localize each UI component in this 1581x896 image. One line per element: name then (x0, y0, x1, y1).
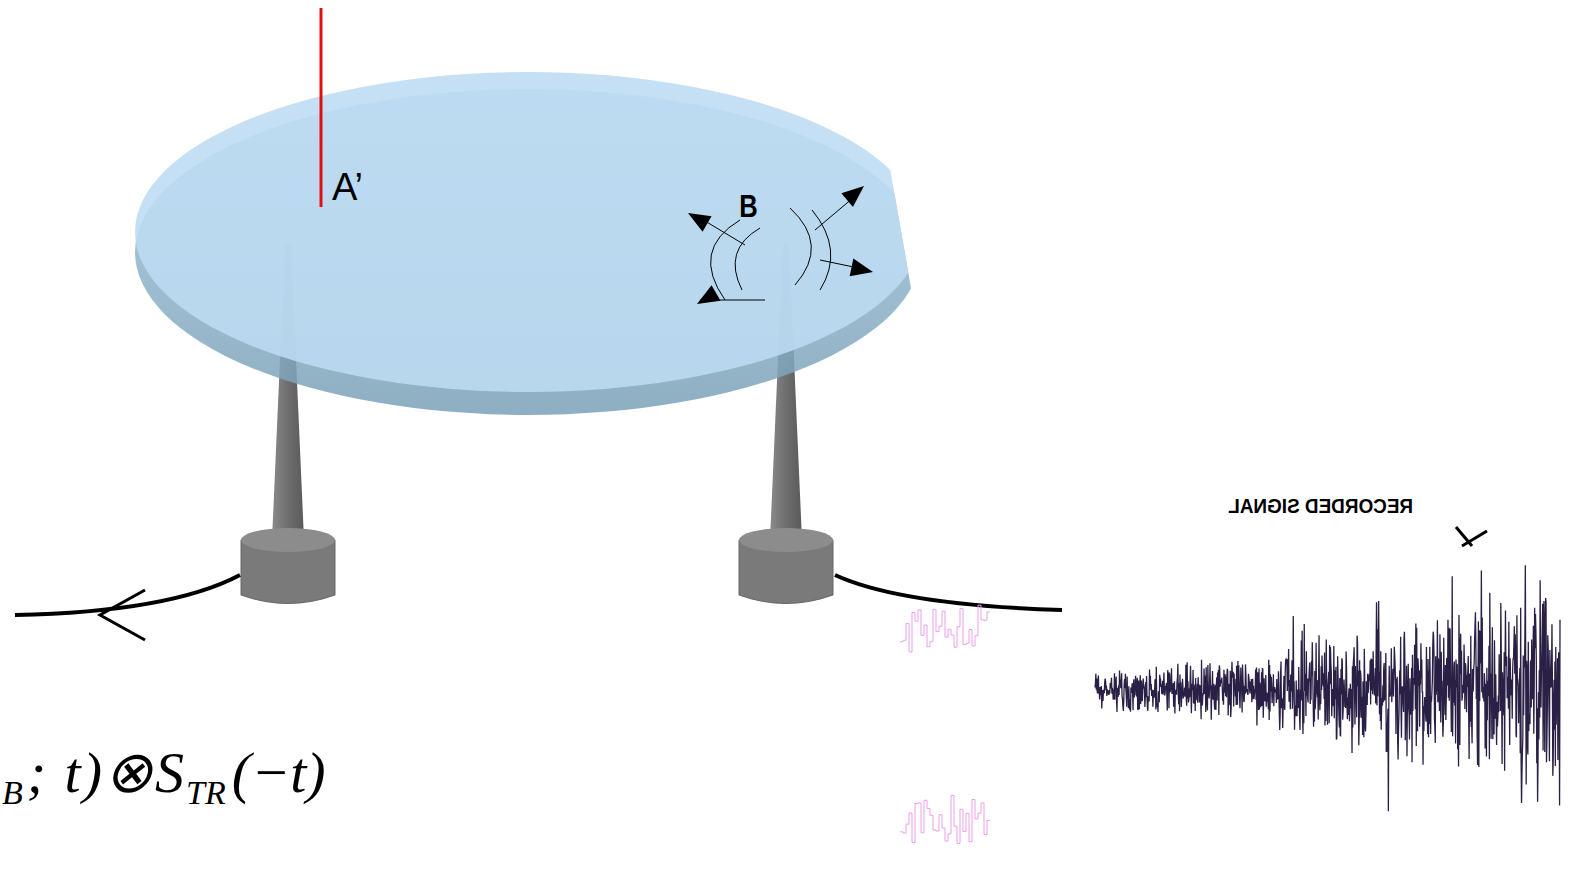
cable-arrow (100, 590, 145, 640)
cable (835, 575, 1062, 610)
source-line (320, 8, 323, 207)
subscript: TR (186, 774, 226, 812)
formula-text: ; t)⊗S (27, 738, 186, 806)
plate-top (135, 72, 921, 392)
subscript: B (2, 774, 23, 812)
plate (135, 72, 921, 415)
wave-arcs (700, 192, 868, 300)
signal-title: RECORDED SIGNAL (1228, 494, 1413, 518)
faint-trace (900, 795, 990, 843)
recorded-waveform (1095, 565, 1560, 811)
transducer-top (739, 528, 833, 552)
wave-arrowhead (841, 179, 869, 207)
wave-arrowhead (693, 285, 721, 312)
point-label: B (739, 188, 757, 225)
wave-arrowhead (850, 259, 875, 281)
formula: B; t)⊗STR(−t) (2, 738, 326, 806)
formula-text: (−t) (232, 739, 326, 806)
transducer-top (241, 528, 335, 552)
cable (15, 575, 240, 615)
faint-trace (900, 605, 990, 652)
axis-mark (1456, 527, 1487, 546)
wave-arrowhead (684, 205, 712, 232)
point-label: A’ (332, 166, 363, 209)
